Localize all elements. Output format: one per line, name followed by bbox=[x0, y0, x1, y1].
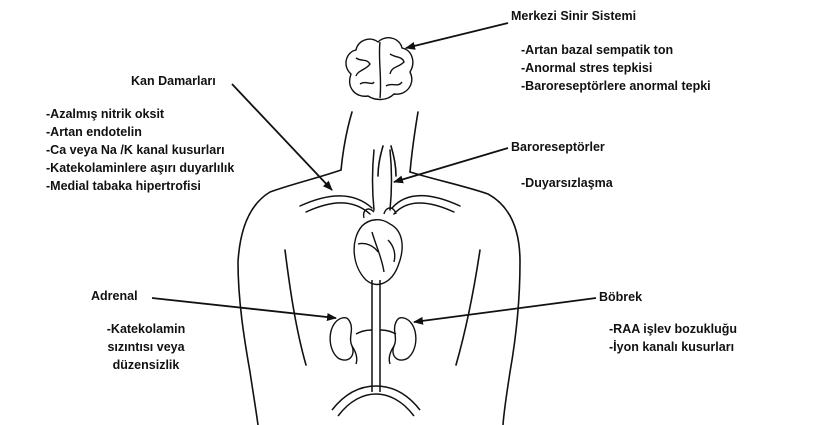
kidney-effects-list: -RAA işlev bozukluğu -İyon kanalı kusurl… bbox=[609, 320, 737, 356]
arrow-kidney bbox=[413, 297, 597, 325]
vessel-effect-item: -Katekolaminlere aşırı duyarlılık bbox=[46, 161, 235, 175]
vessel-effect-item: -Medial tabaka hipertrofisi bbox=[46, 179, 201, 193]
vessel-effect-item: -Artan endotelin bbox=[46, 125, 142, 139]
torso-outline bbox=[237, 111, 521, 425]
adrenal-effects-list: -Katekolamin sızıntısı veya düzensizlik bbox=[86, 320, 206, 374]
cns-effect-item: -Baroreseptörlere anormal tepki bbox=[521, 79, 711, 93]
adrenal-effect-item: -Katekolamin bbox=[106, 322, 186, 336]
cns-effect-item: -Anormal stres tepkisi bbox=[521, 61, 653, 75]
brain-icon bbox=[345, 37, 414, 101]
label-baroreceptors: Baroreseptörler bbox=[511, 140, 605, 154]
adrenal-effect-item: sızıntısı veya bbox=[107, 340, 185, 354]
aorta-icon bbox=[331, 280, 421, 417]
arrow-cns bbox=[405, 22, 509, 50]
arrow-baroreceptors bbox=[393, 147, 509, 184]
label-cns: Merkezi Sinir Sistemi bbox=[511, 9, 637, 23]
label-kidney: Böbrek bbox=[599, 290, 643, 304]
kidney-effect-item: -İyon kanalı kusurları bbox=[609, 340, 735, 354]
label-vessels: Kan Damarları bbox=[131, 74, 216, 88]
arrows bbox=[151, 22, 597, 325]
vessel-effect-item: -Azalmış nitrik oksit bbox=[46, 107, 165, 121]
arrow-adrenal bbox=[151, 297, 337, 322]
vessel-effect-item: -Ca veya Na /K kanal kusurları bbox=[46, 143, 225, 157]
vessels bbox=[299, 149, 461, 215]
label-adrenal: Adrenal bbox=[91, 289, 138, 303]
arrow-vessels bbox=[231, 83, 333, 191]
heart-icon bbox=[353, 207, 403, 285]
cns-effect-item: -Artan bazal sempatik ton bbox=[521, 43, 674, 57]
left-kidney-icon bbox=[329, 316, 358, 365]
baroreceptor-effect-item: -Duyarsızlaşma bbox=[521, 176, 613, 190]
kidney-effect-item: -RAA işlev bozukluğu bbox=[609, 322, 738, 336]
right-kidney-icon bbox=[388, 316, 417, 365]
cns-effects-list: -Artan bazal sempatik ton -Anormal stres… bbox=[521, 41, 711, 95]
adrenal-effect-item: düzensizlik bbox=[112, 358, 180, 372]
vessel-effects-list: -Azalmış nitrik oksit -Artan endotelin -… bbox=[46, 105, 234, 195]
baroreceptor-effects-list: -Duyarsızlaşma bbox=[521, 174, 613, 192]
